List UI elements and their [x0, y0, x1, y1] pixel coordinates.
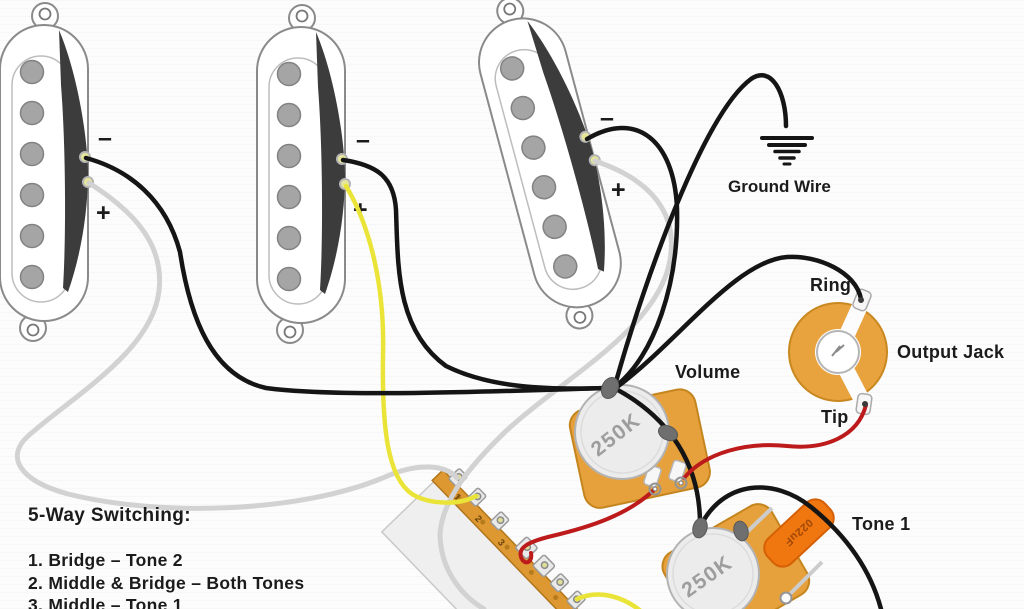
wires [15, 73, 884, 609]
switch-position-3: 3 [495, 537, 507, 548]
legend-item-2: 2. Middle & Bridge – Both Tones [28, 573, 304, 593]
ring-label: Ring [810, 275, 851, 295]
bridge-plus-label: + [611, 176, 626, 204]
neck-minus-label: – [98, 124, 112, 152]
capacitor-lead-bottom [786, 560, 824, 598]
wire-jack-ring-black [614, 254, 864, 390]
wire-tip-red [682, 403, 868, 480]
wire-switch-tone-yellow [574, 592, 642, 609]
wire-volume-tone-black [613, 386, 703, 530]
switch-position-1: 1 [451, 492, 463, 504]
middle-minus-label: – [356, 126, 370, 154]
tone1-label: Tone 1 [852, 514, 910, 534]
tip-label: Tip [821, 407, 849, 427]
wire-volume-switch-red [518, 487, 657, 565]
wire-middle-black [340, 157, 609, 391]
output-jack [788, 288, 888, 416]
capacitor-lead-top [744, 506, 774, 535]
switch-position-2: 2 [472, 513, 484, 524]
tone-capacitor: 022uF [763, 498, 835, 568]
jack-center-spring [831, 344, 845, 357]
neck-plus-label: + [96, 199, 111, 227]
volume-label: Volume [675, 362, 740, 382]
pickup-neck [0, 2, 94, 342]
wire-tone-link-black [697, 485, 884, 609]
capacitor-ring-terminal [779, 591, 793, 605]
five-way-switch: 1 2 3 [380, 468, 634, 609]
wire-ground-black [612, 73, 789, 388]
legend-item-1: 1. Bridge – Tone 2 [28, 550, 183, 570]
wire-middle-hot-yellow [343, 183, 479, 505]
legend-heading: 5-Way Switching: [28, 505, 191, 526]
wire-neck-ground-white [15, 180, 460, 511]
wire-neck-black [83, 155, 610, 396]
solder-lugs [600, 297, 868, 542]
pickup-middle [256, 4, 351, 344]
bridge-minus-label: – [600, 104, 614, 132]
output-jack-label: Output Jack [897, 342, 1005, 362]
legend-item-3: 3. Middle – Tone 1 [28, 595, 183, 609]
ground-symbol [760, 136, 814, 166]
ground-wire-label: Ground Wire [728, 177, 831, 196]
legend: 5-Way Switching: 1. Bridge – Tone 2 2. M… [28, 505, 304, 609]
